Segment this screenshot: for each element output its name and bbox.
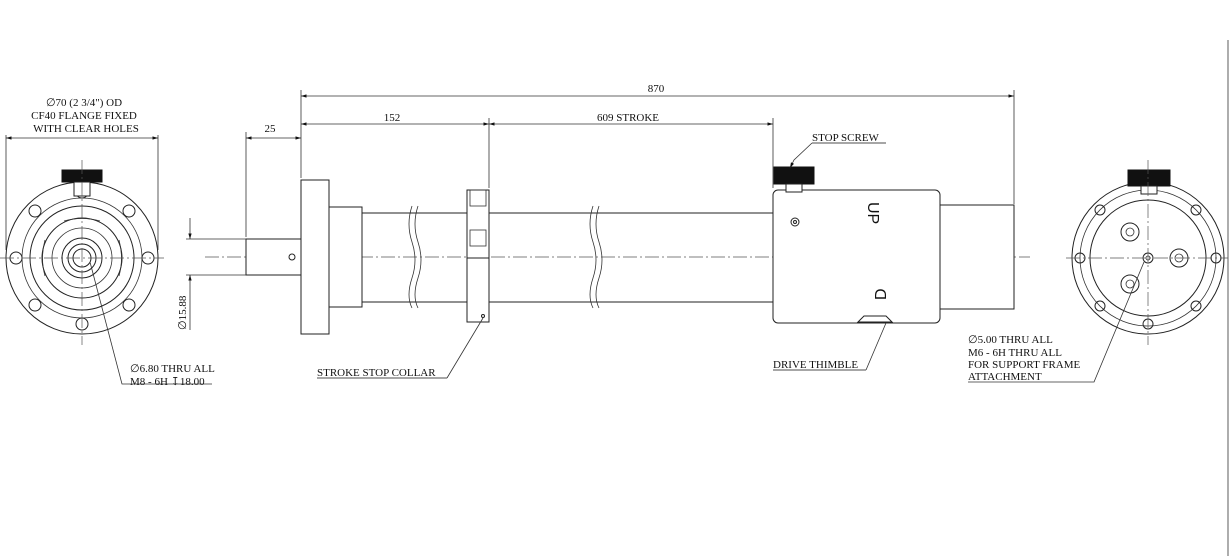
- label-stop-screw: STOP SCREW: [812, 132, 880, 144]
- label-flange-type: CF40 FLANGE FIXED: [31, 110, 137, 122]
- cap-screw: [1120, 274, 1140, 294]
- leader-thru-hole: [89, 261, 212, 385]
- side-view: ∅15.88 UP D: [177, 166, 1030, 335]
- label-support-purpose: FOR SUPPORT FRAME: [968, 359, 1081, 371]
- stroke-stop-collar: [466, 189, 490, 323]
- dim-overall-text: 870: [648, 83, 665, 95]
- right-end-view: [968, 160, 1228, 383]
- break-mark: [589, 205, 597, 309]
- label-flange-od: ∅70 (2 3/4") OD: [46, 97, 122, 109]
- left-end-view: [0, 135, 212, 385]
- shaft-stub: [245, 238, 303, 276]
- leader-support-holes: [968, 261, 1145, 383]
- label-support-thread: M6 - 6H THRU ALL: [968, 347, 1062, 359]
- break-mark: [408, 205, 416, 309]
- thimble-down-mark: D: [873, 288, 890, 300]
- dimension-lines: [245, 90, 1015, 237]
- bolt-hole: [28, 298, 42, 312]
- flange-side: [300, 179, 330, 335]
- dim-shaft-dia: ∅15.88: [177, 295, 189, 330]
- label-stroke-stop-collar: STROKE STOP COLLAR: [317, 367, 436, 379]
- label-flange-holes: WITH CLEAR HOLES: [33, 123, 139, 135]
- bolt-hole: [28, 204, 42, 218]
- bolt-hole: [122, 204, 136, 218]
- dim-first-section-text: 152: [384, 112, 401, 124]
- label-drive-thimble: DRIVE THIMBLE: [773, 359, 858, 371]
- label-thru-hole: ∅6.80 THRU ALL: [130, 363, 215, 375]
- label-support-thru: ∅5.00 THRU ALL: [968, 334, 1053, 346]
- label-thread: M8 - 6H ↧18.00: [130, 376, 205, 388]
- bolt-hole: [122, 298, 136, 312]
- flange-neck: [328, 206, 363, 308]
- drive-thimble: [772, 189, 941, 324]
- dim-stroke-text: 609 STROKE: [597, 112, 659, 124]
- label-support-attachment: ATTACHMENT: [968, 371, 1042, 383]
- thimble-up-mark: UP: [864, 202, 881, 224]
- cap-screw: [1120, 222, 1140, 242]
- dim-offset-text: 25: [265, 123, 277, 135]
- stop-screw-knob: [773, 166, 815, 185]
- end-cap: [939, 204, 1015, 310]
- stop-screw-knob-right: [1127, 169, 1171, 187]
